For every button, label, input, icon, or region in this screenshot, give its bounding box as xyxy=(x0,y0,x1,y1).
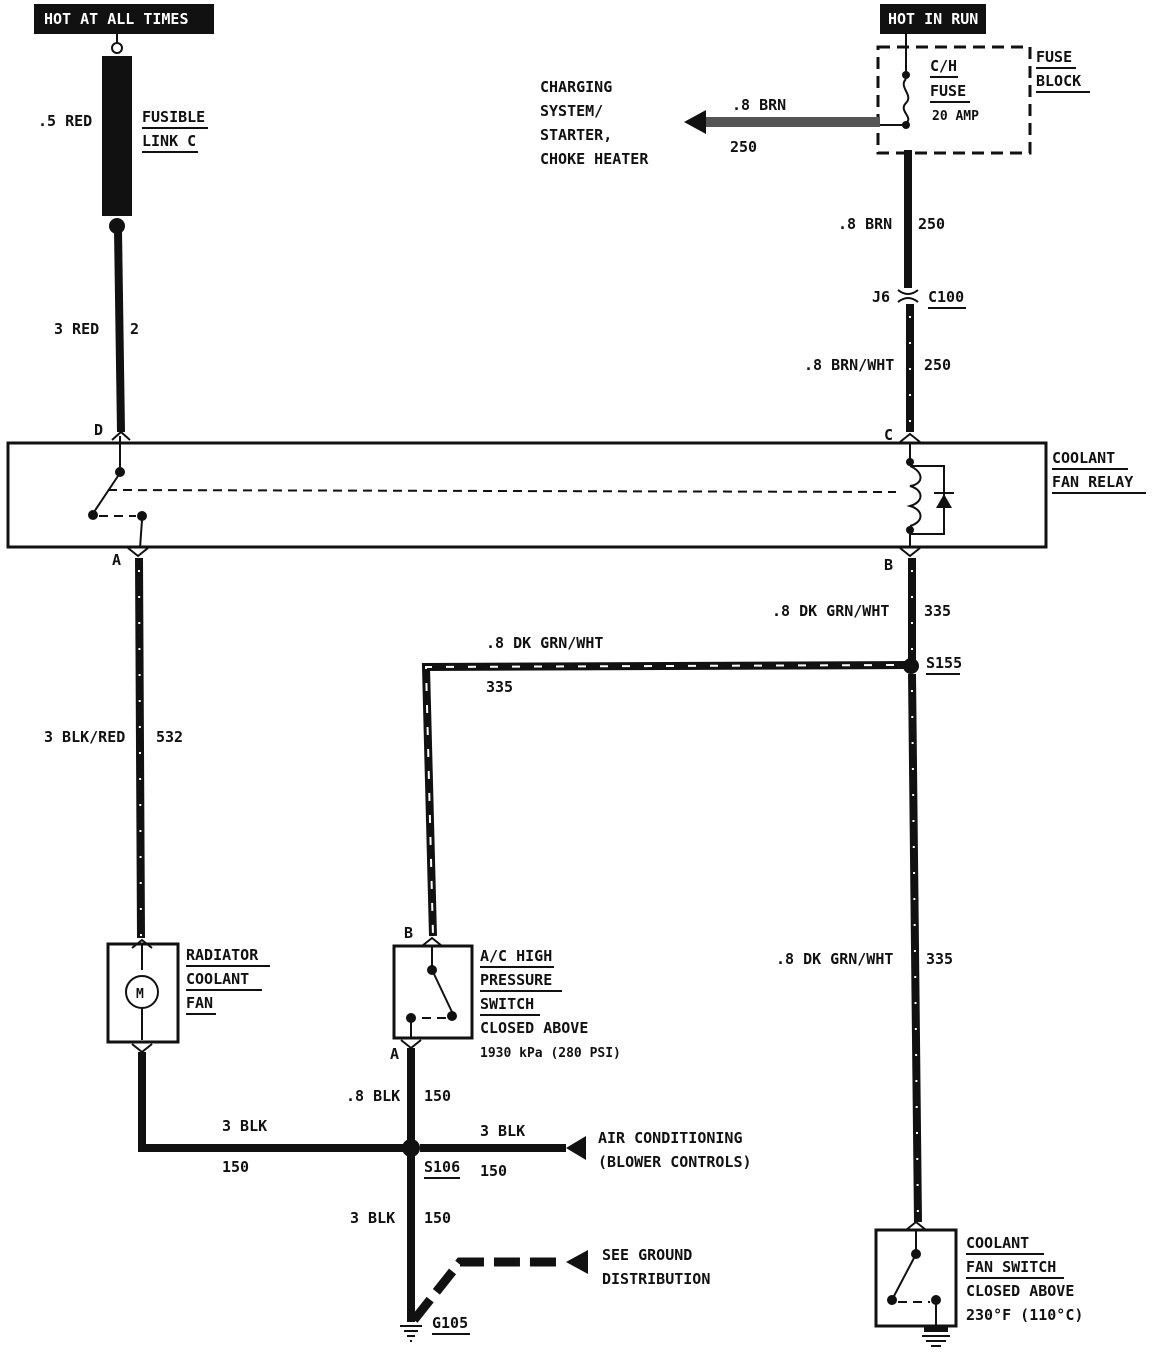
fuse-block-outline xyxy=(876,45,1032,155)
connector-pin-j6: J6 xyxy=(872,288,890,306)
blk-lower-wire-label: 3 BLK xyxy=(350,1209,395,1227)
air-conditioning-arrow xyxy=(566,1136,586,1160)
coolant-switch-name-line2: FAN SWITCH xyxy=(966,1258,1056,1276)
hot-in-run-banner: HOT IN RUN xyxy=(880,4,986,34)
wire-dk-grn-wht-right xyxy=(908,673,922,1223)
coolant-fan-relay-box xyxy=(6,441,1048,549)
radiator-coolant-fan: M xyxy=(106,938,180,1054)
coolant-fan-switch xyxy=(874,1220,958,1328)
brn-wht-wire-circuit: 250 xyxy=(924,356,951,374)
charging-line4: CHOKE HEATER xyxy=(540,150,649,168)
ground-distribution-line1: SEE GROUND xyxy=(602,1246,692,1264)
blk-red-wire-circuit: 532 xyxy=(156,728,183,746)
ac-switch-pin-a: A xyxy=(390,1045,399,1063)
splice-s106-dot xyxy=(402,1139,420,1157)
blk-ac-wire-label: .8 BLK xyxy=(346,1087,400,1105)
wire-3-red xyxy=(114,229,125,433)
ac-high-pressure-switch xyxy=(392,936,474,1050)
connector-c100: C100 xyxy=(928,288,964,306)
red-wire-label: 3 RED xyxy=(54,320,99,338)
ground-g105-icon xyxy=(400,1325,422,1342)
ac-switch-pin-b: B xyxy=(404,924,413,942)
relay-pin-terminals xyxy=(111,430,921,558)
fuse-block-name-line2: BLOCK xyxy=(1036,72,1081,90)
fusible-link-wire-label: .5 RED xyxy=(38,112,92,130)
charging-wire-label: .8 BRN xyxy=(732,96,786,114)
fusible-link-name-line2: LINK C xyxy=(142,132,196,150)
ac-switch-name-line1: A/C HIGH xyxy=(480,947,552,965)
blk-red-wire-label: 3 BLK/RED xyxy=(44,728,125,746)
splice-s155-dot xyxy=(903,658,919,674)
charging-arrow xyxy=(684,110,706,134)
fuse-name-line2: FUSE xyxy=(930,82,966,100)
blk-lower-wire-circuit: 150 xyxy=(424,1209,451,1227)
wire-ground-distribution xyxy=(410,1257,566,1323)
c100-connector-bottom xyxy=(897,297,919,303)
fuse-name-line1: C/H xyxy=(930,57,957,75)
coolant-switch-name-line1: COOLANT xyxy=(966,1234,1029,1252)
fan-name-line1: RADIATOR xyxy=(186,946,259,964)
fusible-link xyxy=(102,34,132,234)
relay-name-line2: FAN RELAY xyxy=(1052,473,1133,491)
charging-line3: STARTER, xyxy=(540,126,612,144)
brn-wire-circuit: 250 xyxy=(918,215,945,233)
ground-distribution-line2: DISTRIBUTION xyxy=(602,1270,710,1288)
relay-coil xyxy=(906,442,954,548)
hot-at-all-times-banner: HOT AT ALL TIMES xyxy=(34,4,214,34)
relay-pin-a: A xyxy=(112,551,121,569)
splice-s106: S106 xyxy=(424,1158,460,1176)
charging-line1: CHARGING xyxy=(540,78,612,96)
relay-pin-d: D xyxy=(94,421,103,439)
blk-fan-wire-label: 3 BLK xyxy=(222,1117,267,1135)
grn-wht-top-circuit: 335 xyxy=(924,602,951,620)
splice-s155: S155 xyxy=(926,654,962,672)
grn-wht-right-label: .8 DK GRN/WHT xyxy=(776,950,893,968)
fan-name-line3: FAN xyxy=(186,994,213,1012)
c100-connector-top xyxy=(897,289,919,295)
fuse-rating: 20 AMP xyxy=(932,109,979,124)
ac-switch-name-line5: 1930 kPa (280 PSI) xyxy=(480,1046,621,1061)
brn-wire-label: .8 BRN xyxy=(838,215,892,233)
fusible-link-name-line1: FUSIBLE xyxy=(142,108,205,126)
ac-switch-name-line4: CLOSED ABOVE xyxy=(480,1019,588,1037)
charging-line2: SYSTEM/ xyxy=(540,102,603,120)
coolant-switch-ground-icon xyxy=(922,1326,950,1347)
air-conditioning-line1: AIR CONDITIONING xyxy=(598,1129,743,1147)
blk-right-wire-label: 3 BLK xyxy=(480,1122,525,1140)
brn-wht-wire-label: .8 BRN/WHT xyxy=(804,356,894,374)
ground-g105: G105 xyxy=(432,1314,468,1332)
charging-wire-circuit: 250 xyxy=(730,138,757,156)
motor-symbol: M xyxy=(136,987,144,1002)
grn-wht-horiz-label: .8 DK GRN/WHT xyxy=(486,634,603,652)
wire-dk-grn-wht-horizontal xyxy=(421,661,906,937)
wire-3-blk-fan xyxy=(138,1052,412,1152)
relay-pin-b: B xyxy=(884,556,893,574)
coolant-switch-name-line4: 230°F (110°C) xyxy=(966,1306,1083,1324)
air-conditioning-line2: (BLOWER CONTROLS) xyxy=(598,1153,752,1171)
grn-wht-top-label: .8 DK GRN/WHT xyxy=(772,602,889,620)
blk-ac-wire-circuit: 150 xyxy=(424,1087,451,1105)
fuse-block-name-line1: FUSE xyxy=(1036,48,1072,66)
ac-switch-name-line2: PRESSURE xyxy=(480,971,552,989)
coolant-switch-name-line3: CLOSED ABOVE xyxy=(966,1282,1074,1300)
ac-switch-name-line3: SWITCH xyxy=(480,995,534,1013)
ground-distribution-arrow xyxy=(566,1250,588,1274)
wire-3-blk-red xyxy=(135,557,145,939)
blk-fan-wire-circuit: 150 xyxy=(222,1158,249,1176)
relay-pin-c: C xyxy=(884,426,893,444)
hot-at-all-times-label: HOT AT ALL TIMES xyxy=(44,10,189,28)
relay-name-line1: COOLANT xyxy=(1052,449,1115,467)
grn-wht-right-circuit: 335 xyxy=(926,950,953,968)
relay-switch-contacts xyxy=(88,436,897,549)
fan-name-line2: COOLANT xyxy=(186,970,249,988)
grn-wht-horiz-circuit: 335 xyxy=(486,678,513,696)
blk-right-wire-circuit: 150 xyxy=(480,1162,507,1180)
red-wire-circuit: 2 xyxy=(130,320,139,338)
hot-in-run-label: HOT IN RUN xyxy=(888,10,978,28)
